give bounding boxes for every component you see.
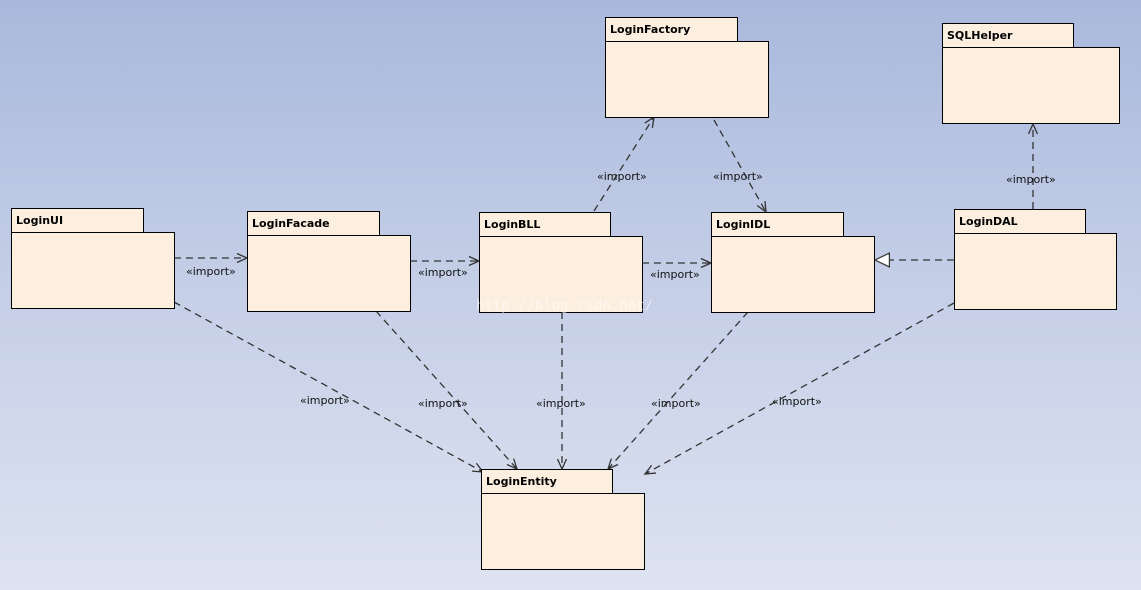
watermark-text: http://blog.csdn.net/ [476,298,653,314]
package-name: LoginFacade [252,217,330,230]
import-label: «import» [186,265,236,278]
package-name: LoginIDL [716,218,770,231]
import-dependency-login-idl-to-login-entity: «import» [606,311,749,471]
package-name: LoginBLL [484,218,540,231]
relation-line [713,119,767,213]
import-label: «import» [300,394,350,407]
package-name: LoginUI [16,214,63,227]
package-body [247,235,411,312]
package-login-entity: LoginEntity [481,469,645,570]
relation-line [173,301,484,473]
package-tab [711,212,844,237]
relation-line [607,311,749,470]
package-tab [942,23,1074,48]
package-body [942,47,1120,124]
import-dependency-login-ui-to-login-facade: «import» [174,252,249,278]
package-body [481,493,645,570]
package-login-idl: LoginIDL [711,212,875,313]
open-arrowhead [643,464,657,475]
package-body [711,236,875,313]
import-dependency-login-ui-to-login-entity: «import» [173,301,485,473]
package-body [605,41,769,118]
package-body [479,236,643,313]
import-dependency-login-dal-to-sqlhelper: «import» [1006,122,1056,209]
realization-arrowhead [873,252,891,268]
import-label: «import» [536,397,586,410]
package-tab [605,17,738,42]
import-label: «import» [650,268,700,281]
relation-line [375,310,518,470]
packages-layer: LoginUI LoginFacade LoginBLL LoginIDL LoginD… [11,17,1120,570]
package-login-ui: LoginUI [11,208,175,309]
package-login-bll: LoginBLL [479,212,643,313]
import-label: «import» [651,397,701,410]
package-name: SQLHelper [947,29,1013,42]
import-dependency-login-bll-to-login-entity: «import» [536,312,586,471]
open-arrowhead [756,200,767,214]
package-name: LoginDAL [959,215,1018,228]
import-dependency-login-dal-to-login-entity: «import» [643,302,955,475]
package-body [954,233,1117,310]
import-label: «import» [713,170,763,183]
package-tab [954,209,1086,234]
package-tab [11,208,144,233]
open-arrowhead [644,115,655,128]
import-dependency-login-facade-to-login-bll: «import» [410,255,481,279]
package-name: LoginEntity [486,475,557,488]
package-login-facade: LoginFacade [247,211,411,312]
import-dependency-login-facade-to-login-entity: «import» [375,310,519,471]
import-label: «import» [418,397,468,410]
package-name: LoginFactory [610,23,690,36]
import-label: «import» [418,266,468,279]
relations-layer: «import» «import» «import» «import» «import»… [173,115,1056,475]
package-tab [479,212,611,237]
import-label: «import» [597,170,647,183]
package-login-factory: LoginFactory [605,17,769,118]
package-body [11,232,175,309]
import-label: «import» [1006,173,1056,186]
relation-line [644,302,955,475]
realization-login-dal-to-login-idl [873,252,954,268]
import-dependency-login-bll-to-login-idl: «import» [642,257,713,281]
package-sqlhelper: SQLHelper [942,23,1120,124]
package-login-dal: LoginDAL [954,209,1117,310]
import-dependency-login-factory-to-login-idl: «import» [713,119,767,214]
relation-line [593,116,655,212]
import-dependency-login-bll-to-login-factory: «import» [593,115,655,212]
import-label: «import» [772,395,822,408]
package-tab [481,469,613,494]
